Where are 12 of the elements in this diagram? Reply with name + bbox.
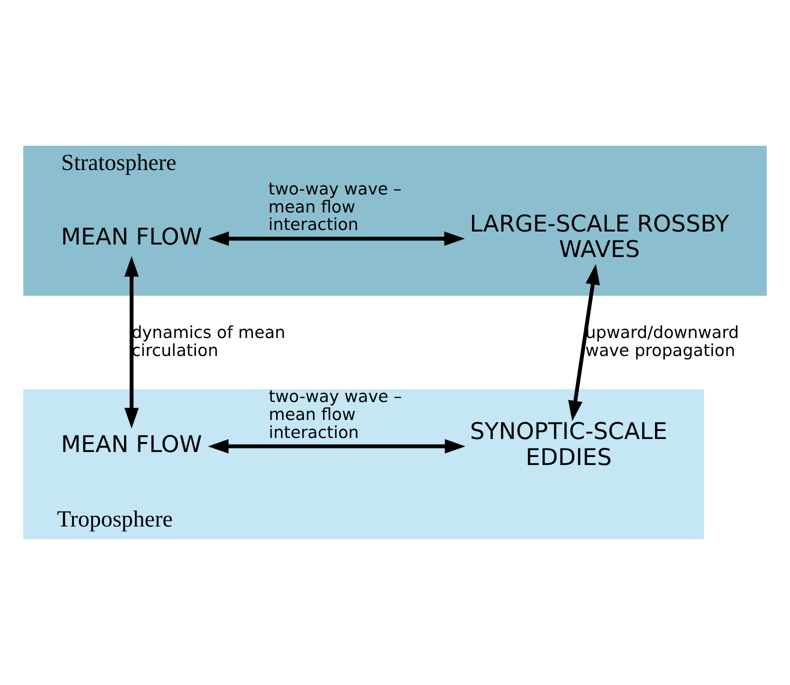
arrow	[568, 264, 600, 422]
node-text: SYNOPTIC-SCALE EDDIES	[470, 419, 668, 471]
node-text: MEAN FLOW	[61, 224, 202, 250]
arrow	[208, 231, 465, 246]
node-text: MEAN FLOW	[61, 432, 202, 458]
arrow	[208, 439, 466, 454]
edge-label: dynamics of mean circulation	[132, 322, 286, 360]
edge-label: two-way wave – mean flow interaction	[268, 179, 402, 234]
edge-label: upward/downward wave propagation	[585, 322, 739, 360]
node-text: LARGE-SCALE ROSSBY WAVES	[470, 211, 730, 264]
arrow	[124, 256, 139, 428]
edge-label: two-way wave – mean flow interaction	[268, 386, 402, 442]
